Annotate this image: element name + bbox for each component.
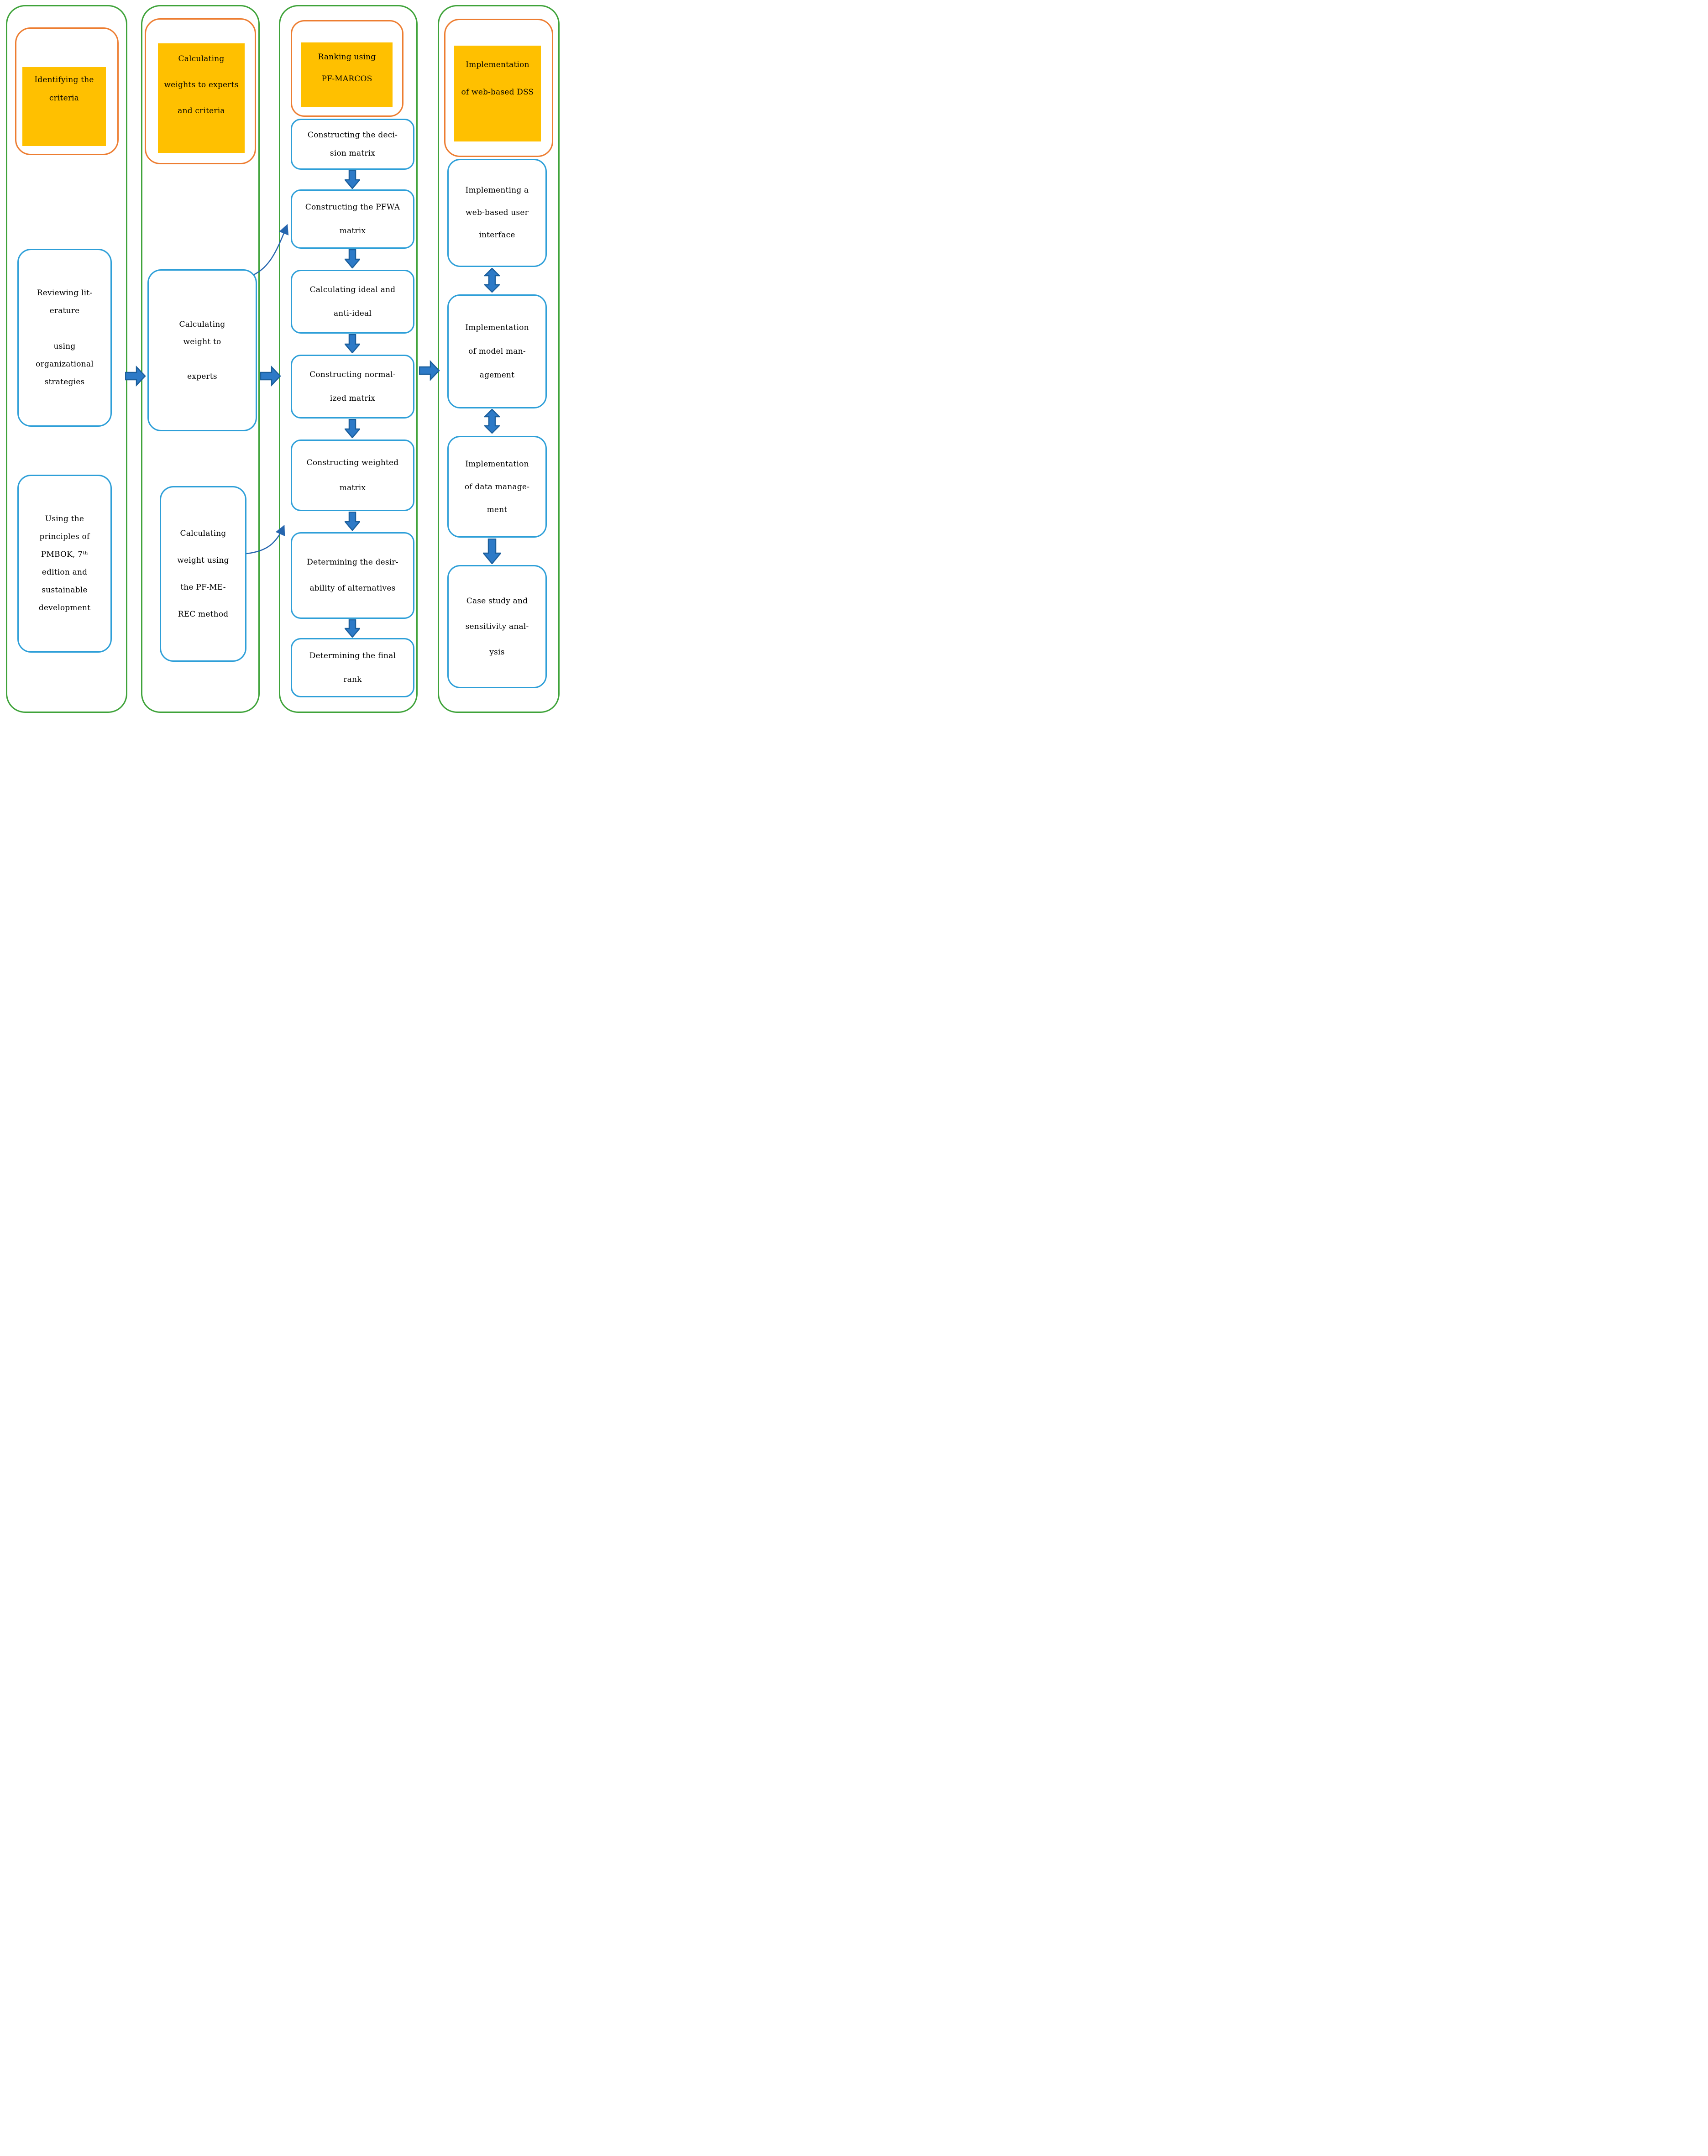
box-weight-pf-merec: Calculating weight using the PF-ME- REC … — [160, 486, 246, 662]
step-desirability-alternatives: Determining the desir- ability of altern… — [291, 532, 414, 619]
box-case-study-sensitivity: Case study and sensitivity anal- ysis — [447, 565, 547, 688]
down-arrow-weighted-to-desirability — [345, 512, 360, 531]
step-final-rank-text: Determining the final rank — [309, 651, 396, 684]
column-frame-implementation-web-dss — [438, 5, 560, 713]
box-model-management-text: Implementation of model man- agement — [465, 323, 529, 380]
title-calculating-weights: Calculating weights to experts and crite… — [164, 54, 239, 115]
box-weight-to-experts-text: Calculating weight to experts — [179, 319, 225, 381]
double-arrow-model-data — [484, 409, 500, 434]
step-desirability-alternatives-text: Determining the desir- ability of altern… — [307, 558, 398, 593]
research-methodology-flowchart: Identifying the criteria Reviewing lit- … — [0, 0, 569, 719]
box-pmbok-principles-text: Using the principles of PMBOK, 7ᵗʰ editi… — [38, 514, 91, 612]
down-arrow-pfwa-to-ideal — [345, 249, 360, 268]
title-frame-web-dss: Implementation of web-based DSS — [444, 19, 553, 157]
step-decision-matrix: Constructing the deci- sion matrix — [291, 119, 414, 170]
title-frame-calculating-weights: Calculating weights to experts and crite… — [145, 18, 256, 164]
down-arrow-ideal-to-normalized — [345, 334, 360, 353]
title-fill-ranking-pf-marcos: Ranking using PF-MARCOS — [301, 42, 393, 107]
box-model-management: Implementation of model man- agement — [447, 294, 547, 408]
step-ideal-anti-ideal-text: Calculating ideal and anti-ideal — [309, 285, 396, 318]
step-pfwa-matrix-text: Constructing the PFWA matrix — [305, 203, 400, 235]
down-arrow-desirability-to-rank — [345, 619, 360, 638]
title-fill-calculating-weights: Calculating weights to experts and crite… — [158, 43, 245, 153]
column-frame-identifying-criteria — [6, 5, 127, 713]
step-normalized-matrix: Constructing normal- ized matrix — [291, 355, 414, 419]
column-frame-calculating-weights — [141, 5, 260, 713]
flow-arrow-col2-to-col3 — [260, 366, 281, 387]
box-web-user-interface-text: Implementing a web-based user interface — [465, 186, 529, 240]
title-fill-web-dss: Implementation of web-based DSS — [454, 46, 541, 141]
double-arrow-interface-model — [484, 268, 500, 293]
flow-arrow-col3-to-col4 — [419, 360, 440, 381]
box-data-management: Implementation of data manage- ment — [447, 436, 547, 538]
box-weight-to-experts: Calculating weight to experts — [147, 269, 257, 431]
title-identifying-criteria: Identifying the criteria — [34, 75, 94, 103]
flow-arrow-col1-to-col2 — [125, 366, 146, 387]
step-ideal-anti-ideal: Calculating ideal and anti-ideal — [291, 270, 414, 334]
step-pfwa-matrix: Constructing the PFWA matrix — [291, 189, 414, 249]
box-case-study-sensitivity-text: Case study and sensitivity anal- ysis — [465, 597, 529, 657]
down-arrow-normalized-to-weighted — [345, 419, 360, 438]
column-frame-ranking-pf-marcos — [279, 5, 418, 713]
step-decision-matrix-text: Constructing the deci- sion matrix — [307, 131, 398, 158]
title-fill-identifying-criteria: Identifying the criteria — [22, 67, 106, 146]
step-weighted-matrix-text: Constructing weighted matrix — [306, 458, 399, 492]
box-reviewing-literature: Reviewing lit- erature using organizatio… — [17, 249, 112, 427]
box-reviewing-literature-text: Reviewing lit- erature using organizatio… — [36, 288, 94, 387]
step-final-rank: Determining the final rank — [291, 638, 414, 697]
box-web-user-interface: Implementing a web-based user interface — [447, 159, 547, 267]
box-pmbok-principles: Using the principles of PMBOK, 7ᵗʰ editi… — [17, 475, 112, 653]
title-web-dss: Implementation of web-based DSS — [461, 60, 534, 97]
step-weighted-matrix: Constructing weighted matrix — [291, 440, 414, 511]
box-weight-pf-merec-text: Calculating weight using the PF-ME- REC … — [177, 529, 229, 619]
step-normalized-matrix-text: Constructing normal- ized matrix — [309, 370, 396, 403]
down-arrow-decision-to-pfwa — [345, 170, 360, 189]
title-ranking-pf-marcos: Ranking using PF-MARCOS — [318, 52, 376, 84]
box-data-management-text: Implementation of data manage- ment — [464, 459, 530, 514]
title-frame-ranking-pf-marcos: Ranking using PF-MARCOS — [291, 20, 403, 117]
title-frame-identifying-criteria: Identifying the criteria — [15, 27, 119, 155]
down-arrow-data-to-case-study — [483, 539, 501, 564]
